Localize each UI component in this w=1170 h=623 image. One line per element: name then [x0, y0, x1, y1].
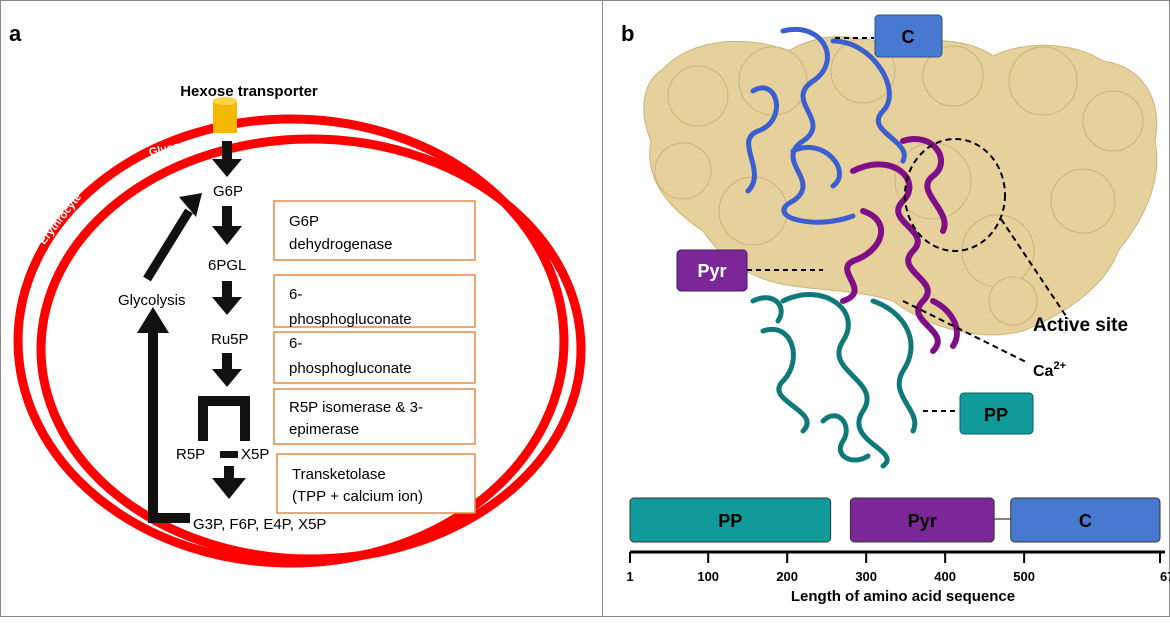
- enzyme-line2: epimerase: [289, 421, 359, 438]
- sequence-tick-label: 1: [626, 569, 633, 584]
- ion-leader: [902, 300, 1029, 364]
- sequence-domains: PP Pyr C: [629, 497, 1161, 543]
- enzyme-box: Transketolase (TPP + calcium ion): [276, 453, 476, 514]
- c-domain-ribbon: [745, 27, 907, 225]
- enzyme-structure-figure: b: [621, 14, 1170, 605]
- sequence-axis-label: Length of amino acid sequence: [791, 588, 1015, 605]
- sequence-domain-block: [849, 497, 995, 543]
- pyr-domain-tag-label: Pyr: [697, 261, 726, 281]
- enzyme-line2: (TPP + calcium ion): [292, 488, 423, 505]
- arrow-glucose-to-g6p: [212, 141, 242, 177]
- sequence-domain-label: C: [1079, 511, 1092, 531]
- pp-domain-tag-label: PP: [984, 405, 1008, 425]
- enzyme-line1: 6-: [289, 286, 302, 303]
- sequence-tick-label: 200: [776, 569, 798, 584]
- enzyme-line1: 6-: [289, 335, 302, 352]
- active-site-label: Active site: [1033, 315, 1128, 336]
- pp-domain-tag: [959, 392, 1034, 435]
- pentose-pathway-diagram: a Hexose transporter Glucose Erythrocyte: [9, 21, 586, 568]
- 6pgl-label: 6PGL: [208, 257, 246, 274]
- glycolysis-label: Glycolysis: [118, 292, 186, 309]
- panel-b-letter: b: [621, 21, 634, 46]
- pathway-arrows: [198, 141, 250, 499]
- panel-a-letter: a: [9, 21, 22, 46]
- g6p-label: G6P: [213, 183, 243, 200]
- pyr-domain-ribbon: [840, 136, 960, 354]
- enzyme-line2: phosphogluconate: [289, 311, 412, 328]
- erythrocyte-membrane-outer: [13, 114, 569, 568]
- glycolysis-arrows: [137, 193, 202, 523]
- ion-label: Ca2+: [1033, 360, 1066, 380]
- enzyme-box: 6- phosphogluconate: [273, 331, 476, 384]
- protein-surface: [643, 36, 1158, 336]
- sequence-domain-label: Pyr: [908, 511, 937, 531]
- sequence-domain-label: PP: [718, 511, 742, 531]
- pyr-domain-tag: [676, 249, 748, 292]
- erythrocyte-membrane-inner: [36, 134, 586, 564]
- split-bracket: [198, 396, 250, 441]
- c-domain-tag: [874, 14, 943, 58]
- enzyme-line1: R5P isomerase & 3-: [289, 399, 423, 416]
- arrow-g6p-to-6pgl: [212, 206, 242, 245]
- c-domain-tag-label: C: [902, 27, 915, 47]
- enzyme-box: G6P dehydrogenase: [273, 200, 476, 261]
- enzyme-box: 6- phosphogluconate: [273, 274, 476, 328]
- panel-a: a Hexose transporter Glucose Erythrocyte: [0, 0, 603, 617]
- panel-b: b: [602, 0, 1170, 617]
- sequence-tick-label: 300: [855, 569, 877, 584]
- enzyme-line1: Transketolase: [292, 466, 386, 483]
- enzyme-line2: phosphogluconate: [289, 360, 412, 377]
- r5p-label: R5P: [176, 446, 205, 463]
- pp-domain-ribbon: [750, 292, 918, 469]
- products-label: G3P, F6P, E4P, X5P: [193, 516, 326, 533]
- sequence-tick-label: 672: [1160, 569, 1170, 584]
- sequence-tick-label: 400: [934, 569, 956, 584]
- r5p-x5p-link: [220, 451, 238, 458]
- enzyme-line1: G6P: [289, 213, 319, 230]
- sequence-tick-label: 500: [1013, 569, 1035, 584]
- hexose-transporter-icon: [213, 97, 237, 133]
- arrow-ru5p-to-split: [212, 353, 242, 387]
- x5p-label: X5P: [241, 446, 269, 463]
- sequence-tick-label: 100: [697, 569, 719, 584]
- enzyme-line2: dehydrogenase: [289, 236, 392, 253]
- active-site-marker: [904, 138, 1006, 252]
- arrow-6pgl-to-ru5p: [212, 281, 242, 315]
- sequence-domain-block: [629, 497, 832, 543]
- sequence-ticks: 1 100 200 300 400 500 672: [626, 552, 1170, 584]
- active-site-leader: [1000, 218, 1069, 320]
- enzyme-box: R5P isomerase & 3- epimerase: [273, 388, 476, 445]
- arrow-to-products: [212, 466, 246, 499]
- transporter-label: Hexose transporter: [180, 83, 318, 100]
- sequence-domain-block: [1010, 497, 1161, 543]
- ru5p-label: Ru5P: [211, 331, 249, 348]
